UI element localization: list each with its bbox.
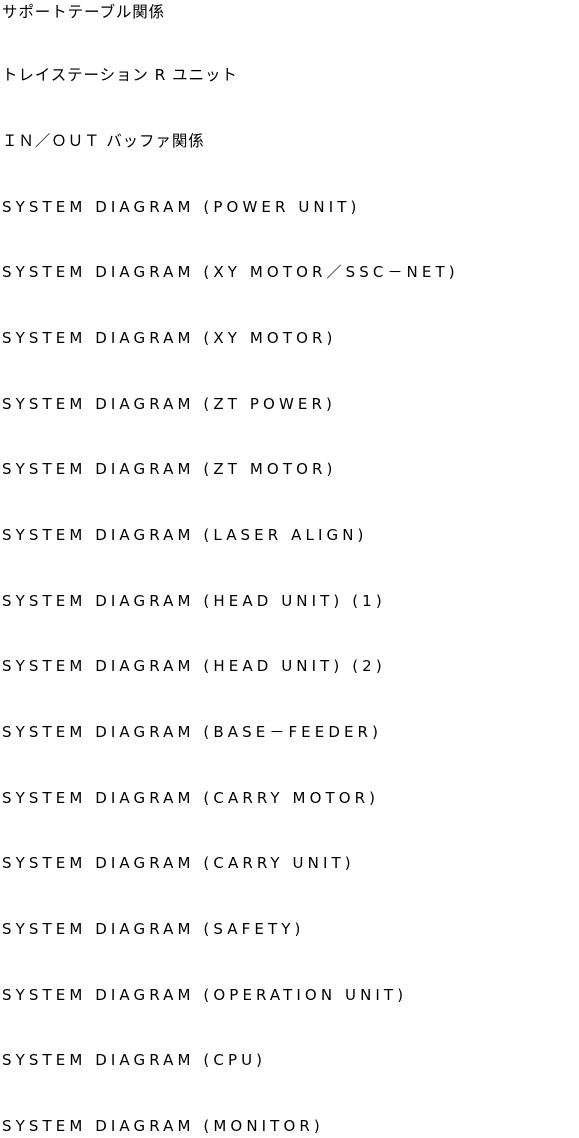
index-entry-operation-unit: SYSTEM DIAGRAM (OPERATION UNIT) [2, 986, 408, 1004]
index-entry-in-out-buffer: ＩＮ／ＯＵＴ バッファ関係 [2, 132, 205, 150]
index-entry-head-unit-1: SYSTEM DIAGRAM (HEAD UNIT) (1) [2, 592, 386, 610]
index-entry-monitor: SYSTEM DIAGRAM (MONITOR) [2, 1117, 324, 1135]
index-entry-cpu: SYSTEM DIAGRAM (CPU) [2, 1051, 267, 1069]
index-entry-xy-motor-ssc-net: SYSTEM DIAGRAM (XY MOTOR／SSC－NET) [2, 263, 459, 281]
index-entry-laser-align: SYSTEM DIAGRAM (LASER ALIGN) [2, 526, 368, 544]
index-entry-support-table: サポートテーブル関係 [2, 3, 166, 21]
index-entry-zt-power: SYSTEM DIAGRAM (ZT POWER) [2, 395, 336, 413]
index-entry-carry-unit: SYSTEM DIAGRAM (CARRY UNIT) [2, 854, 355, 872]
index-entry-carry-motor: SYSTEM DIAGRAM (CARRY MOTOR) [2, 789, 380, 807]
index-entry-zt-motor: SYSTEM DIAGRAM (ZT MOTOR) [2, 460, 337, 478]
index-entry-power-unit: SYSTEM DIAGRAM (POWER UNIT) [2, 198, 361, 216]
index-entry-xy-motor: SYSTEM DIAGRAM (XY MOTOR) [2, 329, 337, 347]
index-entry-tray-station-r-unit: トレイステーション R ユニット [2, 66, 238, 84]
index-entry-base-feeder: SYSTEM DIAGRAM (BASE－FEEDER) [2, 723, 383, 741]
index-entry-head-unit-2: SYSTEM DIAGRAM (HEAD UNIT) (2) [2, 657, 386, 675]
index-entry-safety: SYSTEM DIAGRAM (SAFETY) [2, 920, 305, 938]
